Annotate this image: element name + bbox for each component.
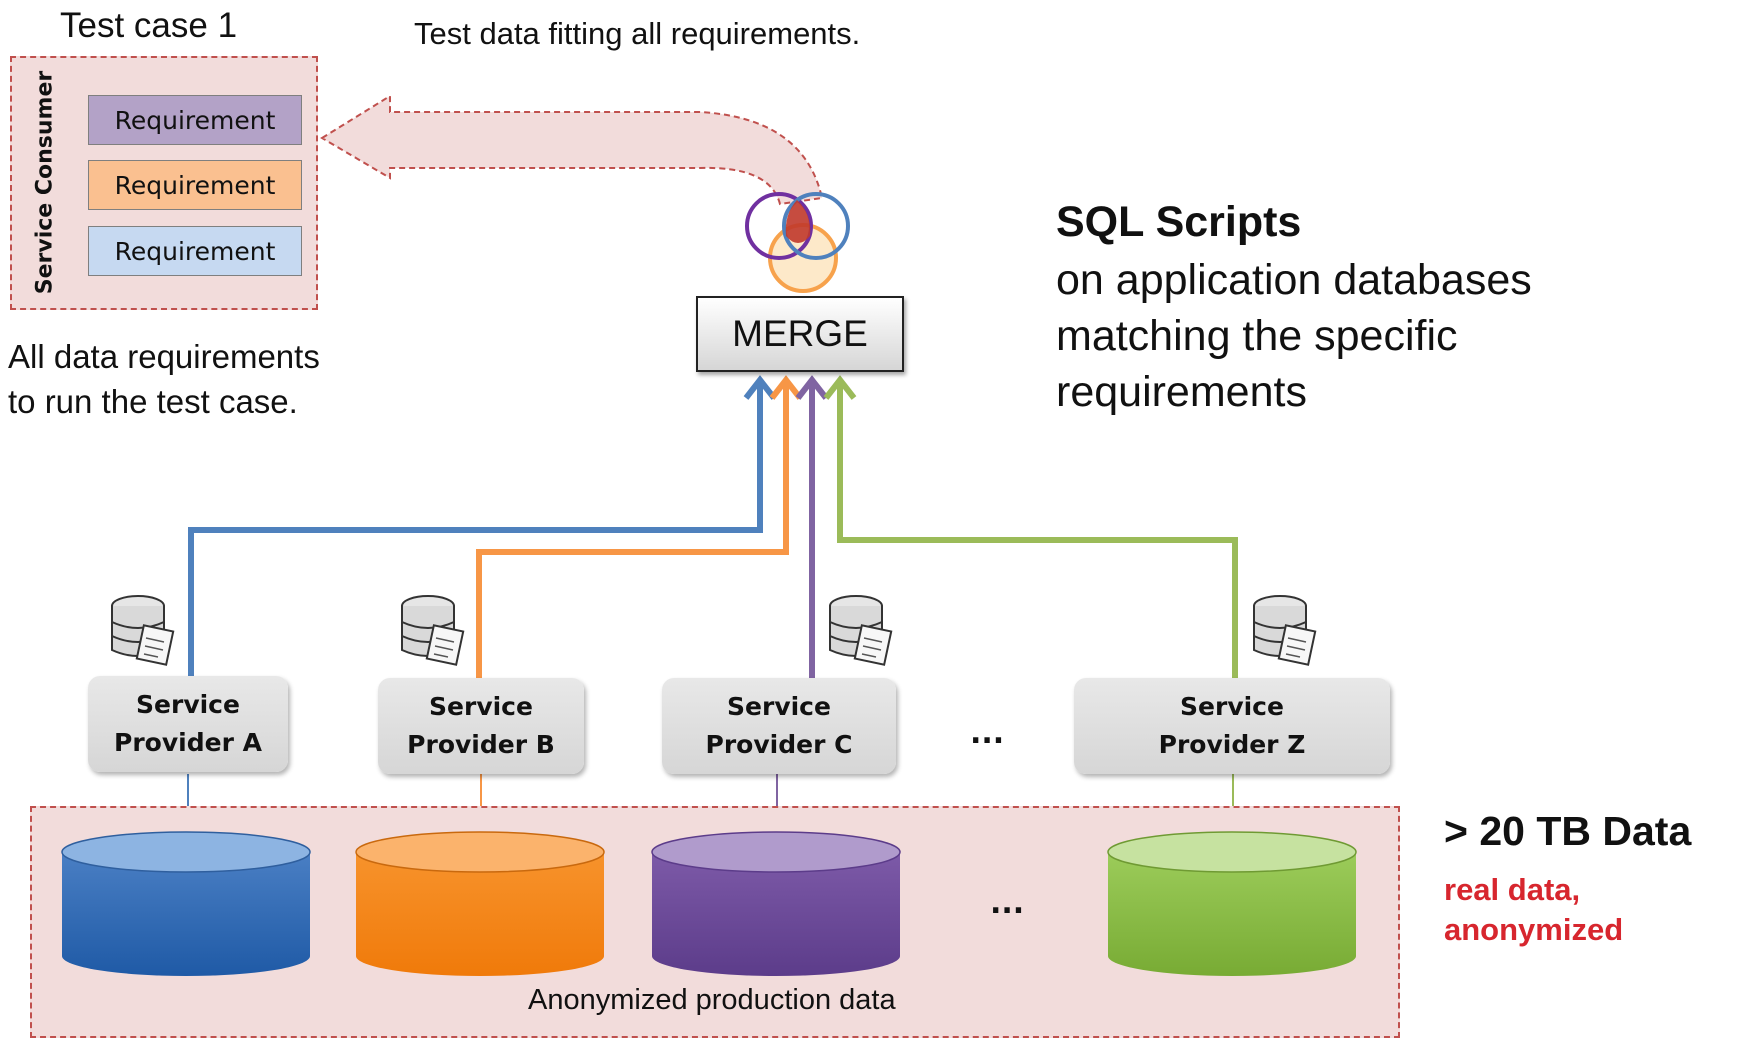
requirement-3: Requirement: [88, 226, 302, 276]
database-script-icon-c: [829, 595, 893, 666]
data-size-title: > 20 TB Data: [1444, 808, 1692, 854]
requirement-1: Requirement: [88, 95, 302, 145]
database-script-icon-a: [111, 595, 175, 666]
data-size-line-2: anonymized: [1444, 912, 1624, 947]
provider-b-line-1: Service: [429, 692, 533, 721]
provider-a-line-2: Provider A: [114, 728, 262, 757]
database-cylinder-a: [61, 831, 311, 976]
service-provider-z: Service Provider Z: [1074, 678, 1390, 774]
production-data-label: Anonymized production data: [528, 984, 896, 1016]
venn-merge-icon: [745, 192, 850, 293]
database-cylinder-c: [651, 831, 901, 976]
output-arrow: [320, 94, 824, 206]
sql-scripts-title: SQL Scripts: [1056, 198, 1302, 246]
sql-scripts-description: on application databases matching the sp…: [1056, 252, 1532, 420]
provider-z-line-1: Service: [1180, 692, 1284, 721]
provider-b-line-2: Provider B: [407, 730, 555, 759]
service-provider-b: Service Provider B: [378, 678, 584, 774]
database-script-icon-z: [1253, 595, 1317, 666]
database-ellipsis: ...: [990, 886, 1025, 921]
line-provider-a: [188, 384, 763, 676]
caption-line-2: to run the test case.: [8, 383, 298, 420]
requirement-2: Requirement: [88, 160, 302, 210]
sql-line-3: requirements: [1056, 368, 1307, 416]
output-arrow-label: Test data fitting all requirements.: [414, 16, 861, 51]
data-size-line-1: real data,: [1444, 872, 1581, 907]
provider-a-line-1: Service: [136, 690, 240, 719]
database-cylinder-z: [1107, 831, 1357, 976]
caption-line-1: All data requirements: [8, 338, 320, 375]
provider-ellipsis: ...: [970, 716, 1005, 751]
database-cylinder-b: [355, 831, 605, 976]
data-size-subtitle: real data, anonymized: [1444, 870, 1623, 950]
provider-c-line-1: Service: [727, 692, 831, 721]
sql-line-2: matching the specific: [1056, 312, 1458, 360]
provider-z-line-2: Provider Z: [1158, 730, 1306, 759]
merge-box: MERGE: [696, 296, 904, 372]
provider-c-line-2: Provider C: [705, 730, 853, 759]
test-case-caption: All data requirements to run the test ca…: [8, 334, 320, 424]
service-provider-c: Service Provider C: [662, 678, 896, 774]
sql-line-1: on application databases: [1056, 256, 1532, 304]
database-script-icon-b: [401, 595, 465, 666]
test-case-title: Test case 1: [60, 6, 238, 45]
line-provider-z: [837, 384, 1238, 678]
line-provider-b: [476, 384, 789, 678]
service-provider-a: Service Provider A: [88, 676, 288, 772]
